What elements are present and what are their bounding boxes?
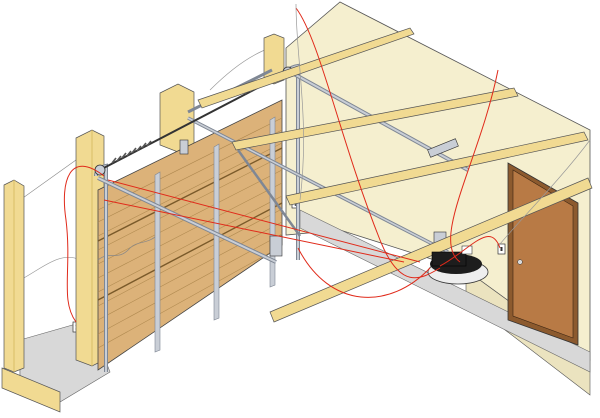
wire-sensor-right (439, 236, 501, 267)
wire-beam-crossing (103, 199, 405, 263)
ceiling-joist (197, 27, 415, 109)
track-bracket (427, 138, 459, 158)
wire-floor-loop (297, 247, 431, 298)
garage-door-opener (427, 245, 489, 285)
ceiling-joist (285, 131, 589, 206)
cable-ceiling (295, 3, 304, 201)
cable-right-wall (499, 139, 591, 245)
track-brace (236, 149, 302, 237)
wire-left-sensor (63, 165, 105, 323)
torsion-spring-icon (111, 140, 152, 164)
opener-housing (431, 251, 467, 267)
wire-right-arc (450, 69, 499, 263)
door-knob-icon (517, 259, 523, 265)
wire-rail-run (107, 179, 421, 263)
ceiling-joist (269, 177, 593, 323)
secondary-cabling (295, 3, 591, 245)
center-bearing-bracket (179, 139, 189, 155)
electrical-wiring (63, 7, 501, 323)
door-section-joints (97, 147, 283, 301)
track-bracket (269, 235, 283, 257)
light-switch-icon (497, 243, 506, 255)
wire-ceiling-arc (295, 7, 441, 279)
sill-plate (1, 367, 61, 413)
opener-light-cover (461, 245, 473, 255)
